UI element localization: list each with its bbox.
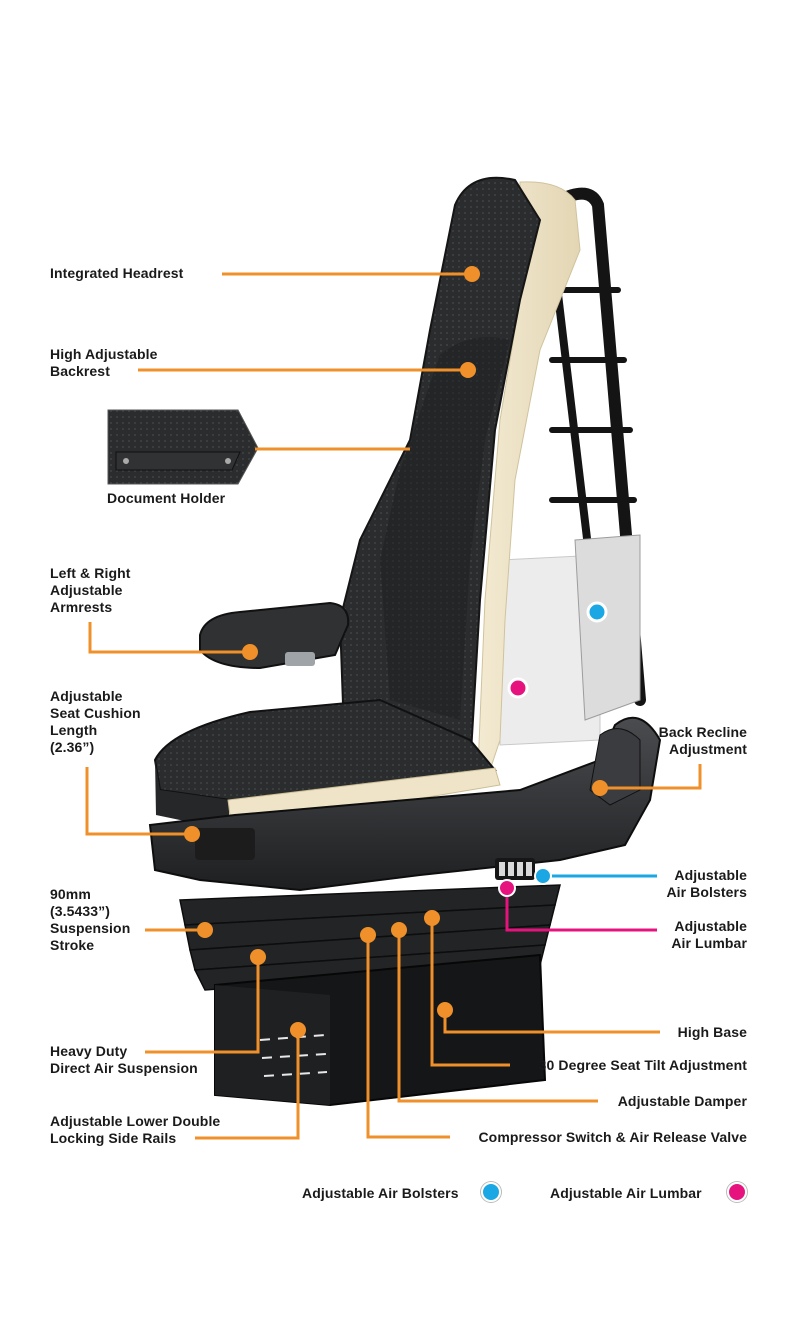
dot-armrest xyxy=(242,644,258,660)
label-cushion-length: Adjustable Seat Cushion Length (2.36”) xyxy=(50,688,141,755)
dot-lumbar-front xyxy=(498,879,516,897)
legend-lumbar-swatch xyxy=(727,1182,747,1202)
dot-headrest xyxy=(464,266,480,282)
seat-cushion xyxy=(153,698,497,802)
legend-bolsters-label: Adjustable Air Bolsters xyxy=(302,1185,459,1201)
callout-dots xyxy=(184,266,608,1038)
dot-bolsters-rear xyxy=(586,601,608,623)
label-damper: Adjustable Damper xyxy=(617,1093,747,1109)
label-air-lumbar: Adjustable Air Lumbar xyxy=(671,918,747,951)
legend-bolsters-swatch xyxy=(481,1182,501,1202)
legend-lumbar-label: Adjustable Air Lumbar xyxy=(550,1185,702,1201)
dot-cushion xyxy=(184,826,200,842)
dot-backrest xyxy=(460,362,476,378)
label-back-recline: Back Recline Adjustment xyxy=(658,724,747,757)
seat-illustration xyxy=(148,176,662,1107)
label-integrated-headrest: Integrated Headrest xyxy=(50,265,184,281)
dot-compressor xyxy=(360,927,376,943)
label-side-rails: Adjustable Lower Double Locking Side Rai… xyxy=(50,1113,221,1146)
dot-suspension-stroke xyxy=(197,922,213,938)
backrest-foam-side xyxy=(477,181,581,771)
label-high-base: High Base xyxy=(677,1024,747,1040)
label-seat-tilt: 30 Degree Seat Tilt Adjustment xyxy=(538,1057,747,1073)
label-armrests: Left & Right Adjustable Armrests xyxy=(50,565,131,615)
document-holder-image xyxy=(107,409,259,485)
dot-bolsters-front xyxy=(534,867,552,885)
dot-recline xyxy=(592,780,608,796)
dot-side-rails xyxy=(290,1022,306,1038)
dot-seat-tilt xyxy=(424,910,440,926)
dot-lumbar-rear xyxy=(507,677,529,699)
dot-high-base xyxy=(437,1002,453,1018)
lumbar-leader xyxy=(505,888,657,932)
label-compressor: Compressor Switch & Air Release Valve xyxy=(478,1129,747,1145)
label-document-holder: Document Holder xyxy=(107,490,226,506)
label-suspension-stroke: 90mm (3.5433”) Suspension Stroke xyxy=(50,886,131,953)
dot-damper xyxy=(391,922,407,938)
leader-lines xyxy=(85,272,702,1140)
label-air-bolsters: Adjustable Air Bolsters xyxy=(666,867,747,900)
dot-heavy-duty xyxy=(250,949,266,965)
label-high-backrest: High Adjustable Backrest xyxy=(50,346,158,379)
armrest xyxy=(199,601,350,670)
label-heavy-duty: Heavy Duty Direct Air Suspension xyxy=(50,1043,198,1076)
